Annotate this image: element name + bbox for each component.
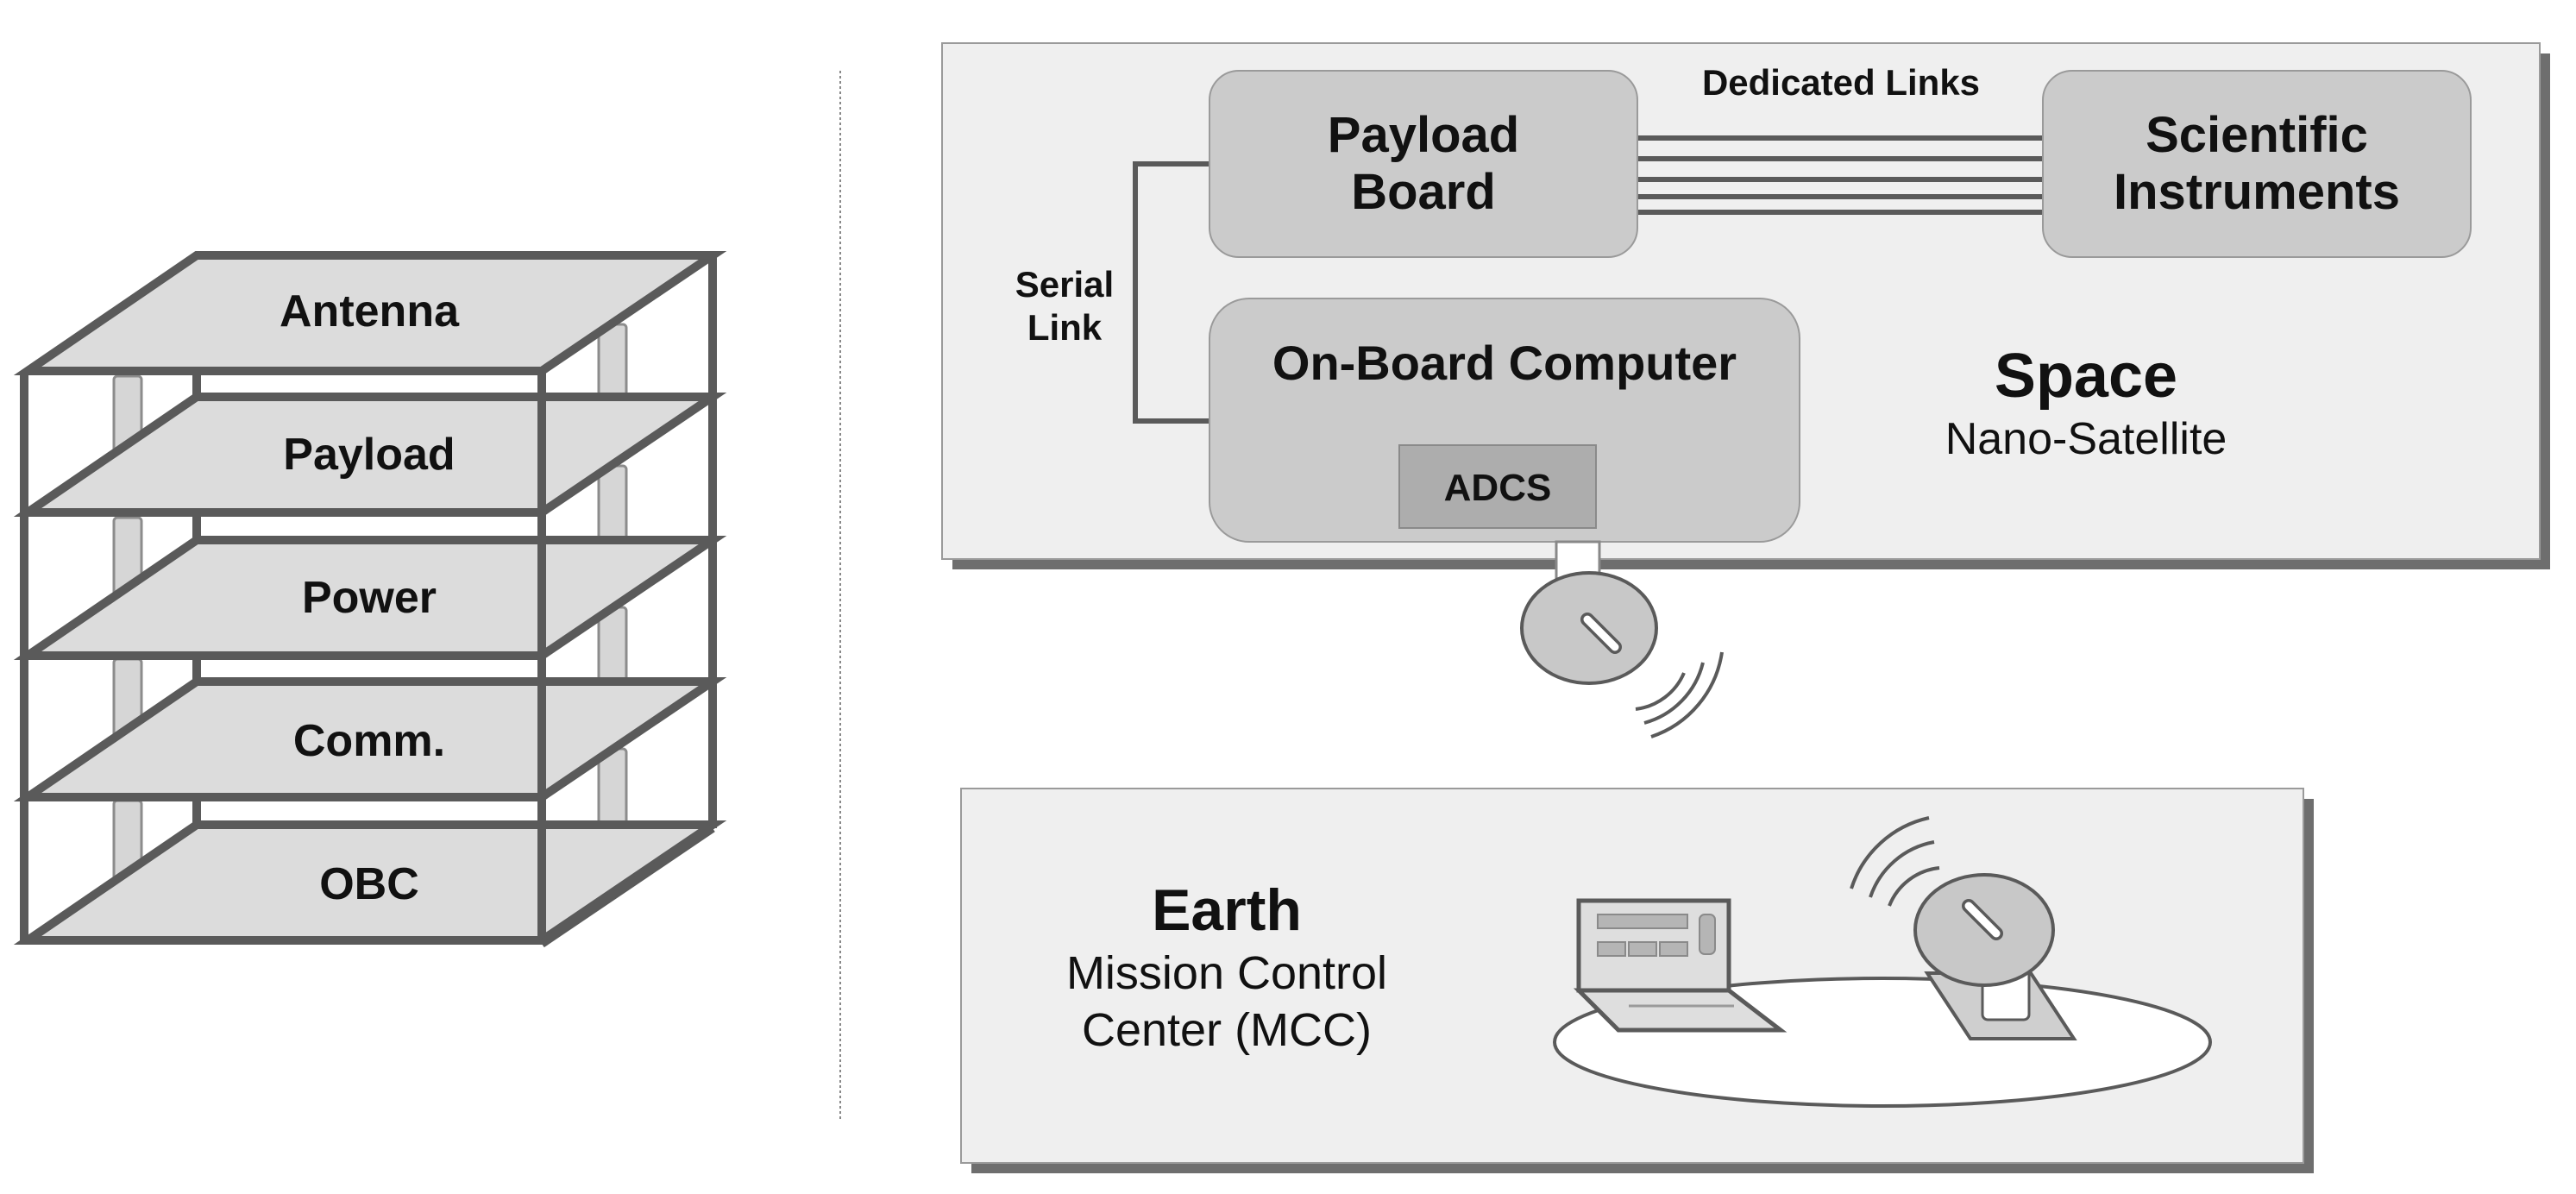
serial-link-label-line2: Link	[1027, 307, 1103, 348]
stack-label-antenna: Antenna	[280, 286, 460, 336]
scientific-instruments-label-line1: Scientific	[2146, 107, 2368, 163]
payload-board-label-line2: Board	[1351, 164, 1496, 220]
stack-label-power: Power	[302, 573, 437, 623]
cubesat-stack: Antenna Payload Power Comm. OBC	[13, 251, 727, 948]
ground-station-dish-icon	[1850, 816, 2077, 1040]
ground-signal-waves	[1850, 816, 1940, 907]
stack-label-payload: Payload	[283, 430, 455, 480]
earth-subtitle-line1: Mission Control	[1066, 947, 1387, 999]
payload-board-label-line1: Payload	[1328, 107, 1519, 163]
laptop-icon	[1573, 898, 1787, 1033]
earth-title: Earth	[1152, 877, 1302, 943]
dedicated-links	[1636, 135, 2043, 215]
payload-board-box	[1209, 70, 1638, 258]
satellite-dish-icon	[1520, 540, 1724, 738]
serial-link-label-line1: Serial	[1015, 264, 1114, 305]
serial-link-line	[1133, 161, 1209, 424]
adcs-label: ADCS	[1444, 467, 1552, 509]
earth-subtitle-line2: Center (MCC)	[1082, 1004, 1372, 1056]
space-title: Space	[1995, 342, 2177, 411]
space-panel: Serial Link Dedicated Links Payload Boar…	[941, 42, 2550, 569]
stack-label-comm: Comm.	[293, 716, 445, 766]
obc-label: On-Board Computer	[1272, 336, 1737, 390]
dedicated-links-label: Dedicated Links	[1702, 62, 1980, 103]
scientific-instruments-box	[2042, 70, 2472, 258]
obc-box	[1209, 298, 1800, 543]
stack-label-obc: OBC	[319, 859, 419, 909]
space-subtitle: Nano-Satellite	[1945, 414, 2227, 464]
earth-panel: Earth Mission Control Center (MCC)	[960, 788, 2314, 1173]
adcs-box	[1398, 444, 1597, 529]
scientific-instruments-label-line2: Instruments	[2114, 164, 2400, 220]
stack-front-frame	[20, 255, 717, 948]
satellite-signal-waves	[1635, 651, 1724, 738]
